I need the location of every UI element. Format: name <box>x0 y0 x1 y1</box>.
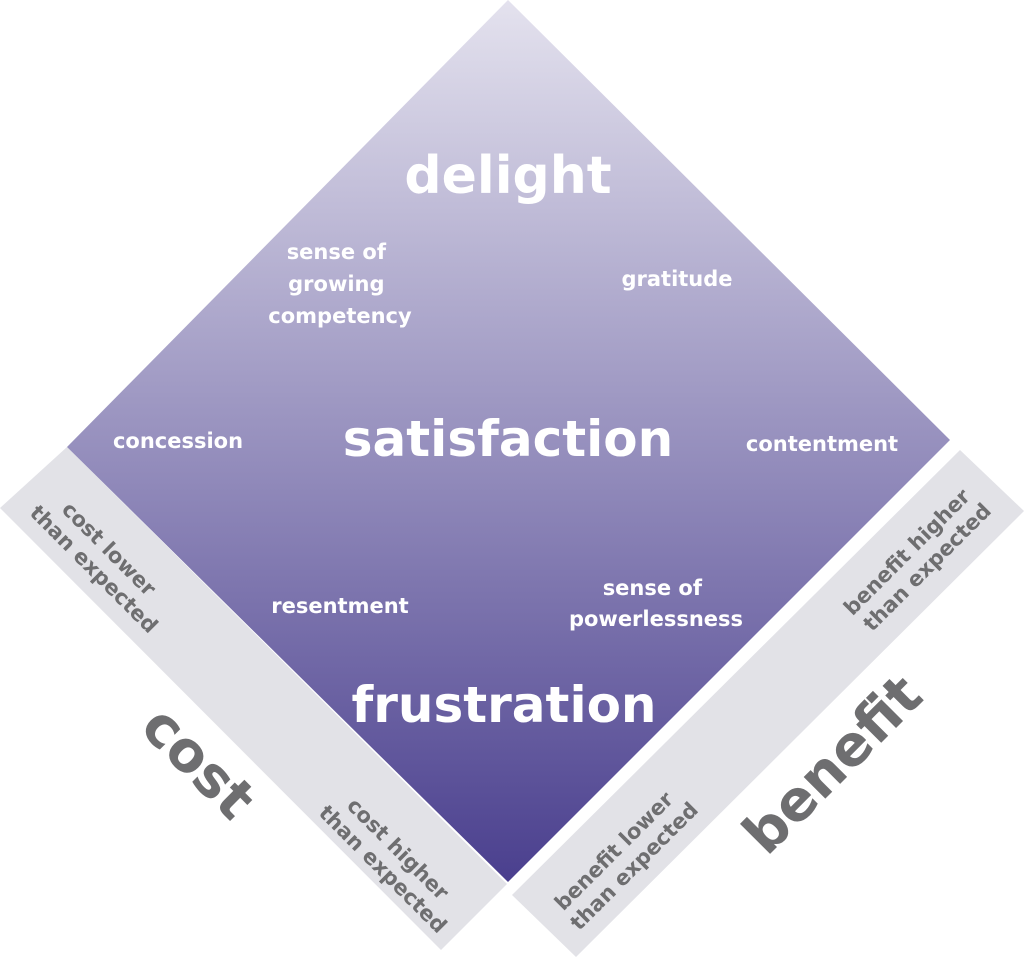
resentment-label: resentment <box>271 594 408 618</box>
frustration-label: frustration <box>351 676 656 734</box>
contentment-label: contentment <box>746 432 898 456</box>
diamond-shape <box>67 0 950 882</box>
concession-label: concession <box>113 429 243 453</box>
growing-competency-label: sense of growing competency <box>268 240 412 328</box>
powerlessness-label: sense of powerlessness <box>569 576 743 631</box>
cost-axis-strip <box>0 447 507 950</box>
delight-label: delight <box>404 146 611 206</box>
benefit-axis-strip <box>512 450 1024 957</box>
gratitude-label: gratitude <box>621 267 732 291</box>
satisfaction-label: satisfaction <box>343 410 673 468</box>
